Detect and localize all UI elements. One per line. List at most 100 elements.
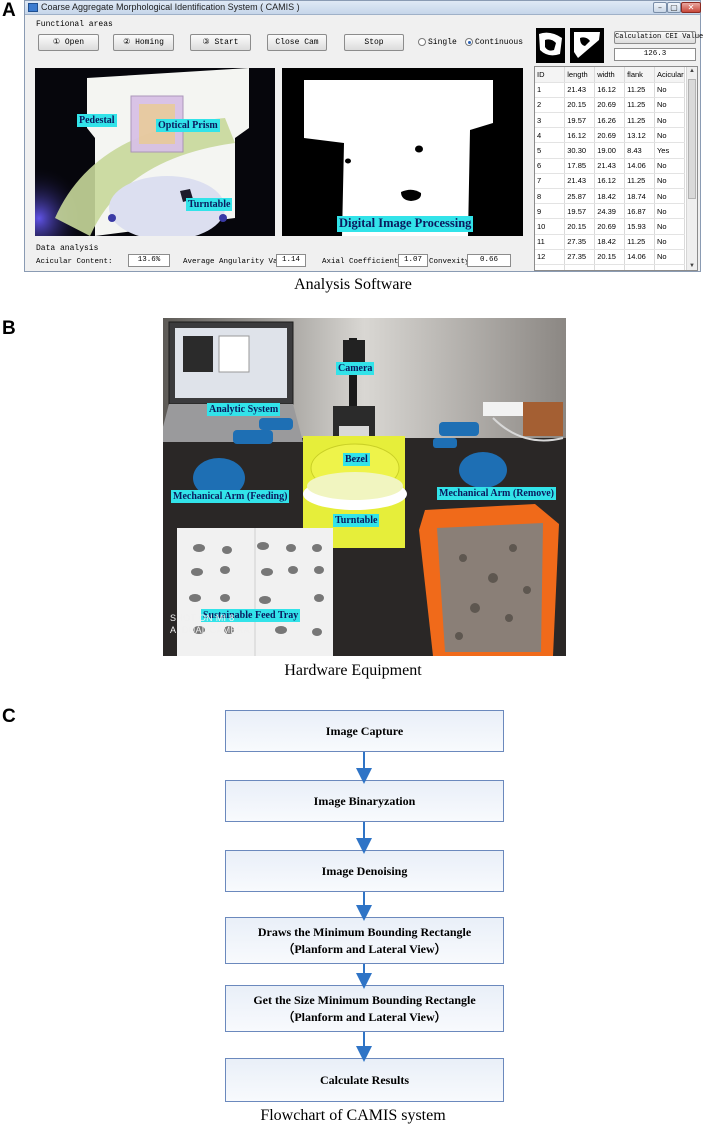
- maximize-button[interactable]: ▢: [667, 2, 681, 13]
- table-cell: 27.35: [564, 234, 596, 250]
- continuous-radio-label[interactable]: Continuous: [475, 38, 524, 47]
- continuous-radio[interactable]: [465, 38, 473, 46]
- open-button[interactable]: ① Open: [38, 34, 99, 51]
- axial-coefficient-field[interactable]: 1.07: [398, 254, 428, 267]
- table-cell: No: [654, 264, 686, 270]
- flow-step-draw-rectangle: Draws the Minimum Bounding Rectangle （Pl…: [225, 917, 504, 964]
- single-radio[interactable]: [418, 38, 426, 46]
- watermark-line-2: AI DUAL CAMERA: [170, 625, 250, 635]
- camis-window: Coarse Aggregate Morphological Identific…: [24, 0, 703, 272]
- table-cell: 25.87: [564, 188, 596, 205]
- start-button[interactable]: ③ Start: [190, 34, 251, 51]
- flow-step-subtext: （Planform and Lateral View）: [282, 1009, 447, 1024]
- camera-label: Camera: [336, 362, 375, 375]
- camera-scene: [35, 68, 275, 236]
- scroll-thumb[interactable]: [688, 79, 696, 199]
- cei-value-field[interactable]: 126.3: [614, 48, 696, 61]
- processed-image-view: Digital Image Processing: [282, 68, 523, 236]
- column-header[interactable]: ID: [535, 67, 566, 83]
- table-cell: 20.69: [594, 218, 626, 235]
- table-cell: No: [654, 82, 686, 98]
- close-button[interactable]: ✕: [681, 2, 701, 13]
- table-cell: No: [654, 97, 686, 114]
- table-cell: 14.06: [624, 249, 655, 265]
- table-cell: No: [654, 173, 686, 190]
- column-header[interactable]: width: [594, 67, 626, 83]
- table-cell: 11.25: [624, 82, 655, 98]
- table-cell: 7: [535, 173, 566, 190]
- bezel-label: Bezel: [343, 453, 370, 466]
- title-bar[interactable]: Coarse Aggregate Morphological Identific…: [25, 1, 701, 15]
- table-cell: 9: [535, 203, 566, 220]
- single-radio-label[interactable]: Single: [428, 38, 457, 47]
- flow-step-text: Calculate Results: [320, 1072, 409, 1087]
- angularity-field[interactable]: 1.14: [276, 254, 306, 267]
- scroll-down-icon[interactable]: ▼: [689, 263, 695, 269]
- table-cell: No: [654, 234, 686, 250]
- column-header[interactable]: flank: [624, 67, 655, 83]
- table-cell: 11.25: [624, 173, 655, 190]
- flow-step-text: Image Denoising: [321, 863, 408, 878]
- table-cell: 2: [535, 97, 566, 114]
- table-cell: 11.25: [624, 234, 655, 250]
- table-cell: 20.15: [594, 249, 626, 265]
- calculate-cei-button[interactable]: Calculation CEI Value: [614, 31, 703, 44]
- table-cell: 20.69: [594, 97, 626, 114]
- scroll-up-icon[interactable]: ▲: [689, 68, 695, 74]
- thumbnail-lateral: [570, 28, 604, 63]
- acicular-content-label: Acicular Content:: [36, 258, 113, 266]
- axial-coefficient-label: Axial Coefficient:: [322, 258, 404, 266]
- table-cell: No: [654, 203, 686, 220]
- feed-tray-label: Sustainable Feed Tray: [201, 609, 301, 622]
- table-cell: 14.06: [624, 158, 655, 174]
- homing-button[interactable]: ② Homing: [113, 34, 174, 51]
- table-scrollbar[interactable]: ▲ ▼: [686, 67, 697, 270]
- table-cell: 18.74: [624, 188, 655, 205]
- minimize-button[interactable]: –: [653, 2, 667, 13]
- arm-remove-label: Mechanical Arm (Remove): [437, 487, 556, 500]
- stop-button[interactable]: Stop: [344, 34, 404, 51]
- table-cell: 20.15: [564, 97, 596, 114]
- panel-label-b: B: [2, 318, 16, 339]
- flow-step-denoising: Image Denoising: [225, 850, 504, 892]
- table-cell: 20.15: [564, 218, 596, 235]
- arm-feeding-label: Mechanical Arm (Feeding): [171, 490, 290, 503]
- binary-image: [282, 68, 523, 236]
- table-cell: 16.12: [564, 127, 596, 144]
- table-cell: 19.57: [564, 112, 596, 129]
- flow-step-binaryzation: Image Binaryzation: [225, 780, 504, 822]
- panel-label-a: A: [2, 0, 16, 21]
- optical-prism-label: Optical Prism: [156, 119, 220, 132]
- thumbnail-planform: [536, 28, 565, 63]
- table-cell: 8.43: [624, 142, 655, 159]
- table-cell: 15.54: [594, 264, 626, 270]
- column-header[interactable]: length: [564, 67, 596, 83]
- acicular-content-field[interactable]: 13.6%: [128, 254, 170, 267]
- column-header[interactable]: Acicular: [654, 67, 686, 83]
- table-cell: 13: [535, 264, 566, 270]
- window-title: Coarse Aggregate Morphological Identific…: [41, 2, 300, 12]
- table-cell: No: [654, 127, 686, 144]
- table-row[interactable]: 1326.6115.5419.68No: [535, 264, 686, 270]
- flow-step-text: Image Binaryzation: [313, 793, 416, 808]
- close-cam-button[interactable]: Close Cam: [267, 34, 327, 51]
- convexity-field[interactable]: 0.66: [467, 254, 511, 267]
- turntable-photo-label: Turntable: [333, 514, 380, 527]
- table-cell: 24.39: [594, 203, 626, 220]
- table-cell: 17.85: [564, 158, 596, 174]
